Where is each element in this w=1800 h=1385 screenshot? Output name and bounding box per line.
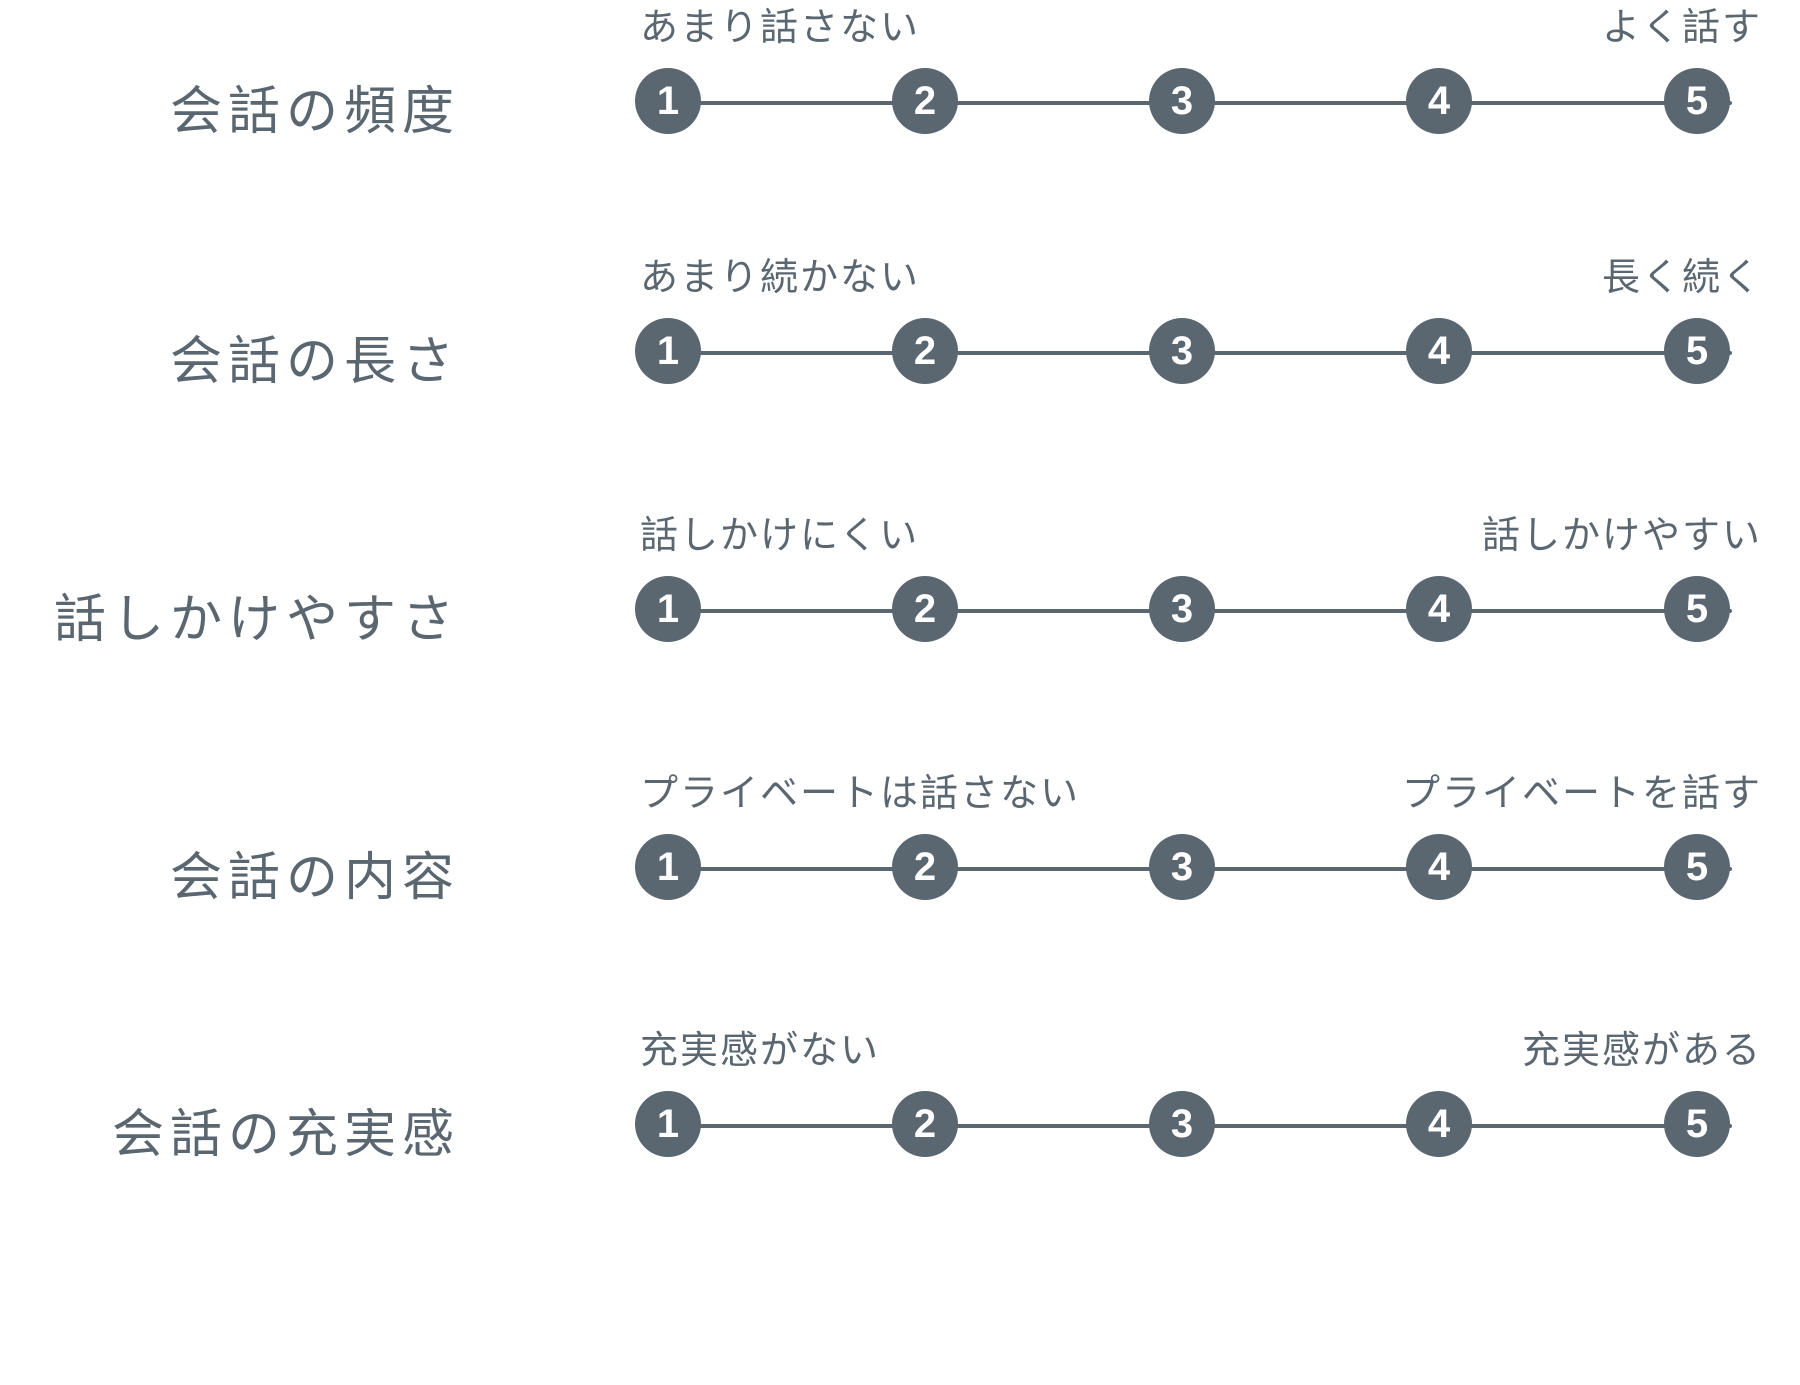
scale-point-1-3[interactable]: 3 bbox=[1149, 318, 1215, 384]
scale-1: あまり続かない 長く続く 1 2 3 4 5 bbox=[635, 250, 1765, 500]
scale-point-2-3[interactable]: 3 bbox=[1149, 576, 1215, 642]
likert-row: 会話の長さ あまり続かない 長く続く 1 2 3 4 5 bbox=[0, 250, 1800, 500]
likert-row: 会話の充実感 充実感がない 充実感がある 1 2 3 4 5 bbox=[0, 1017, 1800, 1267]
row-label-3: 会話の内容 bbox=[169, 849, 460, 907]
anchor-row-1: あまり続かない 長く続く bbox=[635, 254, 1765, 306]
scale-point-3-1[interactable]: 1 bbox=[635, 834, 701, 900]
scale-point-4-4[interactable]: 4 bbox=[1406, 1091, 1472, 1157]
scale-point-0-2[interactable]: 2 bbox=[892, 68, 958, 134]
scale-point-1-5[interactable]: 5 bbox=[1664, 318, 1730, 384]
scale-0: あまり話さない よく話す 1 2 3 4 5 bbox=[635, 0, 1765, 250]
anchor-row-0: あまり話さない よく話す bbox=[635, 4, 1765, 56]
scale-point-2-5[interactable]: 5 bbox=[1664, 576, 1730, 642]
likert-row: 話しかけやすさ 話しかけにくい 話しかけやすい 1 2 3 4 5 bbox=[0, 502, 1800, 752]
scale-track-3: 1 2 3 4 5 bbox=[635, 834, 1765, 904]
scale-track-0: 1 2 3 4 5 bbox=[635, 68, 1765, 138]
anchor-row-2: 話しかけにくい 話しかけやすい bbox=[635, 512, 1765, 564]
scale-track-4: 1 2 3 4 5 bbox=[635, 1091, 1765, 1161]
anchor-row-3: プライベートは話さない プライベートを話す bbox=[635, 770, 1765, 822]
scale-track-2: 1 2 3 4 5 bbox=[635, 576, 1765, 646]
row-label-2: 話しかけやすさ bbox=[53, 591, 460, 649]
scale-point-4-5[interactable]: 5 bbox=[1664, 1091, 1730, 1157]
anchor-high-0: よく話す bbox=[1601, 7, 1762, 49]
scale-point-1-4[interactable]: 4 bbox=[1406, 318, 1472, 384]
anchor-high-2: 話しかけやすい bbox=[1481, 515, 1762, 557]
scale-point-3-4[interactable]: 4 bbox=[1406, 834, 1472, 900]
row-label-4: 会話の充実感 bbox=[111, 1106, 460, 1164]
anchor-row-4: 充実感がない 充実感がある bbox=[635, 1027, 1765, 1079]
scale-point-3-2[interactable]: 2 bbox=[892, 834, 958, 900]
scale-3: プライベートは話さない プライベートを話す 1 2 3 4 5 bbox=[635, 766, 1765, 1016]
scale-point-0-4[interactable]: 4 bbox=[1406, 68, 1472, 134]
scale-point-1-2[interactable]: 2 bbox=[892, 318, 958, 384]
anchor-low-4: 充実感がない bbox=[640, 1030, 881, 1072]
scale-4: 充実感がない 充実感がある 1 2 3 4 5 bbox=[635, 1023, 1765, 1273]
likert-row: 会話の頻度 あまり話さない よく話す 1 2 3 4 5 bbox=[0, 0, 1800, 250]
row-label-1: 会話の長さ bbox=[169, 333, 460, 391]
scale-point-4-2[interactable]: 2 bbox=[892, 1091, 958, 1157]
scale-point-2-2[interactable]: 2 bbox=[892, 576, 958, 642]
scale-point-2-1[interactable]: 1 bbox=[635, 576, 701, 642]
scale-point-4-3[interactable]: 3 bbox=[1149, 1091, 1215, 1157]
scale-point-0-5[interactable]: 5 bbox=[1664, 68, 1730, 134]
scale-point-1-1[interactable]: 1 bbox=[635, 318, 701, 384]
likert-row: 会話の内容 プライベートは話さない プライベートを話す 1 2 3 4 5 bbox=[0, 760, 1800, 1010]
scale-point-0-1[interactable]: 1 bbox=[635, 68, 701, 134]
row-label-0: 会話の頻度 bbox=[169, 83, 460, 141]
scale-2: 話しかけにくい 話しかけやすい 1 2 3 4 5 bbox=[635, 508, 1765, 758]
scale-track-1: 1 2 3 4 5 bbox=[635, 318, 1765, 388]
scale-point-4-1[interactable]: 1 bbox=[635, 1091, 701, 1157]
scale-point-0-3[interactable]: 3 bbox=[1149, 68, 1215, 134]
anchor-low-3: プライベートは話さない bbox=[640, 773, 1081, 815]
anchor-low-2: 話しかけにくい bbox=[640, 515, 920, 557]
anchor-high-1: 長く続く bbox=[1601, 257, 1762, 299]
scale-point-3-5[interactable]: 5 bbox=[1664, 834, 1730, 900]
scale-point-2-4[interactable]: 4 bbox=[1406, 576, 1472, 642]
anchor-low-1: あまり続かない bbox=[640, 257, 921, 299]
anchor-high-3: プライベートを話す bbox=[1401, 773, 1762, 815]
anchor-high-4: 充実感がある bbox=[1521, 1030, 1762, 1072]
scale-point-3-3[interactable]: 3 bbox=[1149, 834, 1215, 900]
anchor-low-0: あまり話さない bbox=[640, 7, 921, 49]
